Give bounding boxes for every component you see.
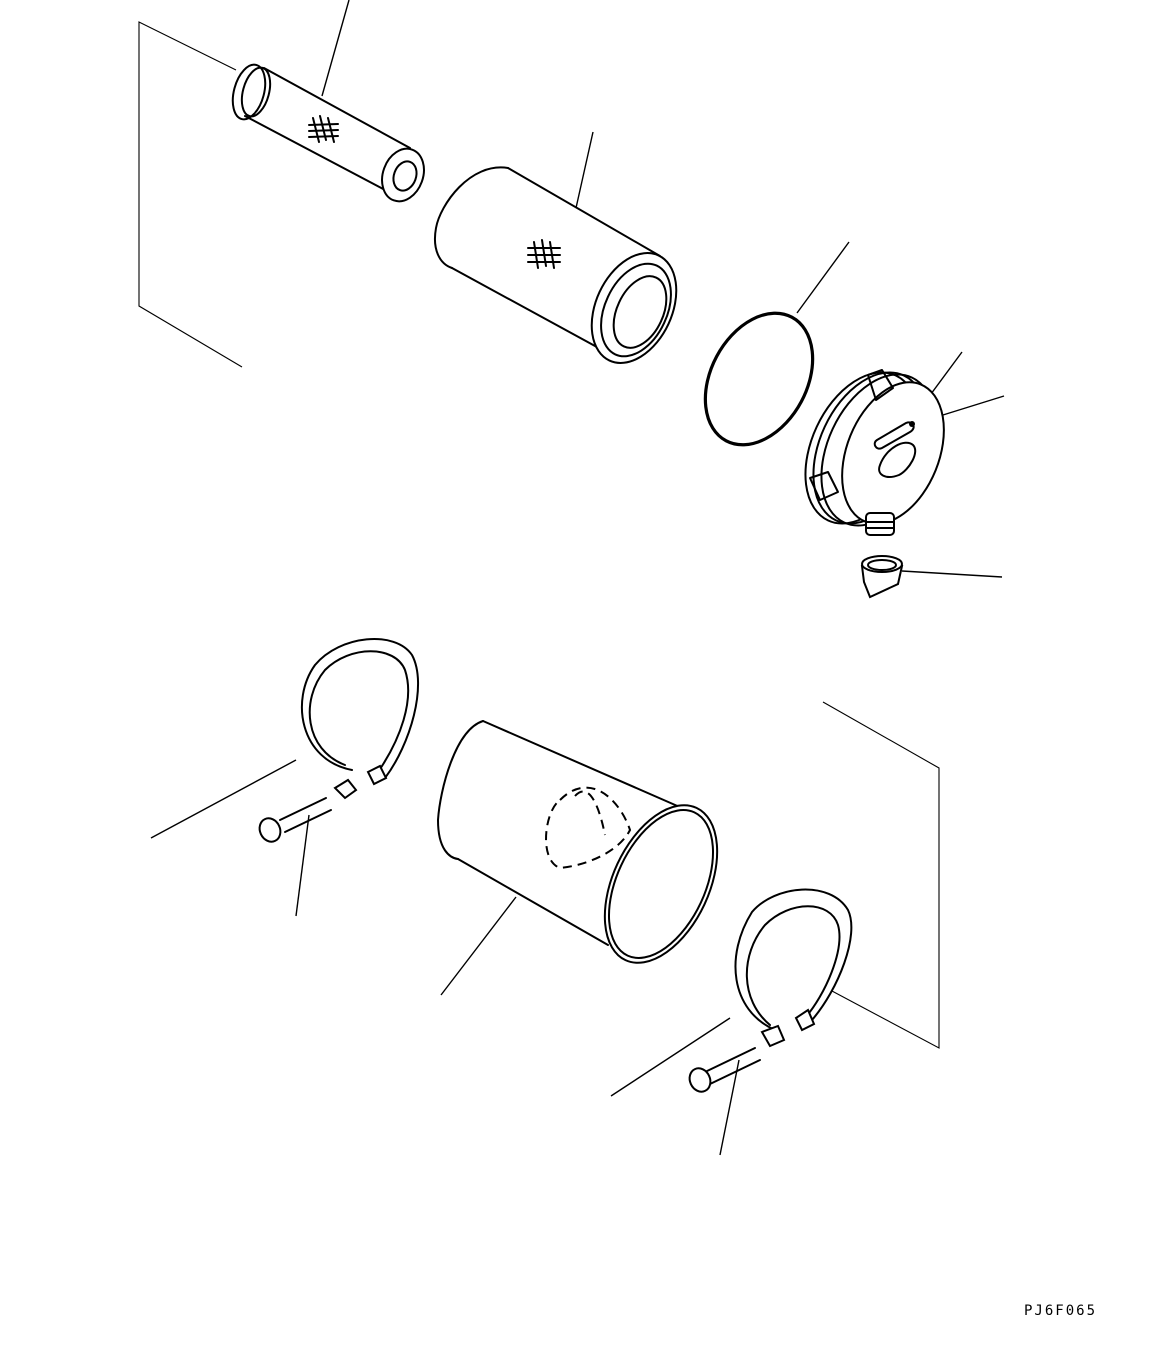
evacuator-valve [860,555,1003,599]
clamp-band-right [610,888,853,1097]
group-bracket-lower [822,701,940,1049]
cover-assembly [804,351,1005,536]
bolt-right [688,1047,761,1156]
outer-filter-element [434,131,678,364]
inner-filter-element [231,0,425,203]
group-bracket-upper [138,21,243,368]
bolt-left [258,797,332,917]
figure-id: PJ6F065 [1024,1303,1098,1319]
grid-mark-icon [527,239,561,269]
o-ring-seal [703,241,850,447]
air-cleaner-housing [437,720,719,996]
grid-mark-icon [308,115,339,143]
clamp-band-left [150,638,420,839]
